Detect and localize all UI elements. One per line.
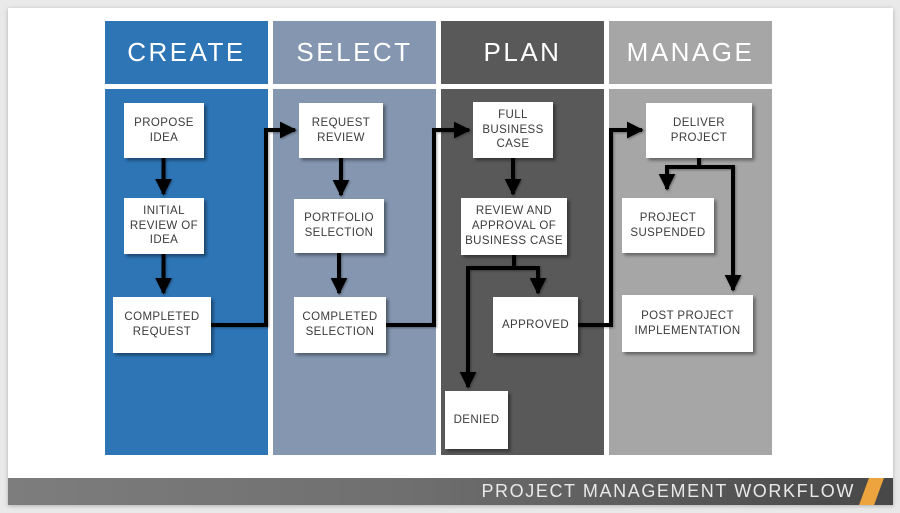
column-header-manage: MANAGE <box>609 21 772 84</box>
node-initial-review-of-idea: INITIAL REVIEW OF IDEA <box>124 198 204 254</box>
node-request-review: REQUEST REVIEW <box>299 103 383 158</box>
node-propose-idea: PROPOSE IDEA <box>124 103 204 158</box>
node-denied: DENIED <box>445 391 508 449</box>
node-completed-selection: COMPLETED SELECTION <box>294 297 386 353</box>
node-review-approval-business-case: REVIEW AND APPROVAL OF BUSINESS CASE <box>461 198 567 255</box>
column-header-select: SELECT <box>273 21 436 84</box>
footer-accent-stripe <box>859 478 884 505</box>
node-full-business-case: FULL BUSINESS CASE <box>473 102 553 158</box>
column-header-create: CREATE <box>105 21 268 84</box>
node-deliver-project: DELIVER PROJECT <box>646 103 752 158</box>
node-post-project-implementation: POST PROJECT IMPLEMENTATION <box>622 295 753 352</box>
footer-bar: PROJECT MANAGEMENT WORKFLOW <box>8 478 893 505</box>
node-project-suspended: PROJECT SUSPENDED <box>622 198 714 253</box>
node-approved: APPROVED <box>493 297 578 353</box>
node-portfolio-selection: PORTFOLIO SELECTION <box>294 199 384 253</box>
column-header-plan: PLAN <box>441 21 604 84</box>
node-completed-request: COMPLETED REQUEST <box>113 297 211 353</box>
footer-title: PROJECT MANAGEMENT WORKFLOW <box>481 481 855 501</box>
